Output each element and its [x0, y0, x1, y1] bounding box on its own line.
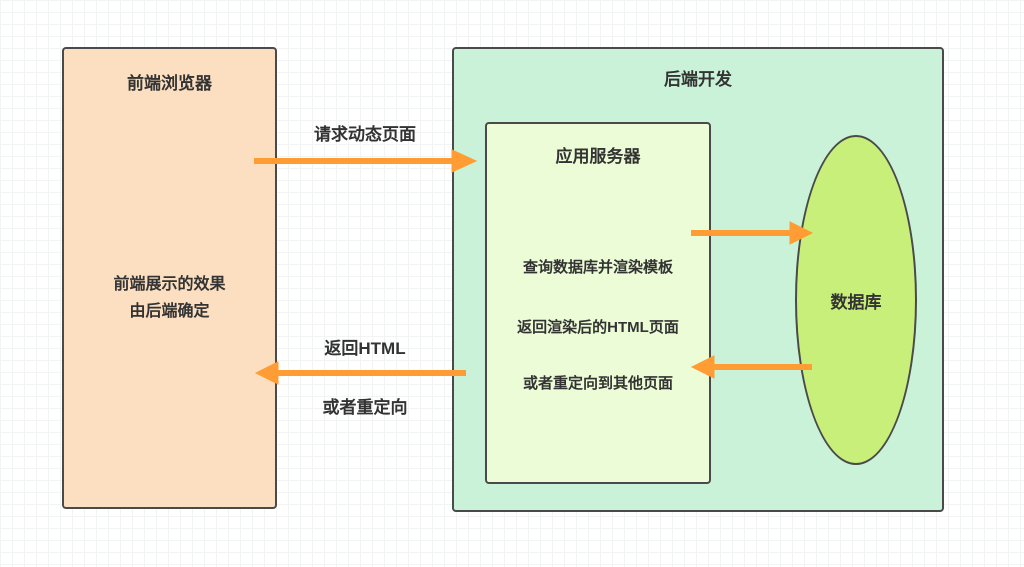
database-label: 数据库: [830, 292, 882, 312]
database-ellipse: 数据库: [795, 135, 917, 465]
frontend-body-text: 前端展示的效果 由后端确定: [64, 271, 275, 325]
request-arrow-label: 请求动态页面: [314, 125, 416, 144]
app-server-title: 应用服务器: [555, 147, 641, 166]
frontend-browser-title: 前端浏览器: [127, 74, 212, 93]
return-arrow-label-html: 返回HTML: [324, 339, 406, 358]
frontend-body-line2: 由后端确定: [129, 303, 210, 320]
app-server-line-query: 查询数据库并渲染模板: [522, 259, 673, 276]
request-arrow: [254, 149, 478, 173]
app-server-box: 应用服务器 查询数据库并渲染模板 返回渲染后的HTML页面 或者重定向到其他页面: [485, 122, 711, 484]
app-server-line-redirect: 或者重定向到其他页面: [522, 375, 673, 392]
app-server-line-return-html: 返回渲染后的HTML页面: [517, 319, 679, 336]
frontend-body-line1: 前端展示的效果: [113, 276, 226, 293]
backend-dev-title: 后端开发: [664, 70, 732, 89]
frontend-browser-box: 前端浏览器 前端展示的效果 由后端确定: [62, 47, 277, 509]
return-arrow: [254, 361, 466, 385]
return-arrow-label-redirect: 或者重定向: [322, 398, 408, 417]
